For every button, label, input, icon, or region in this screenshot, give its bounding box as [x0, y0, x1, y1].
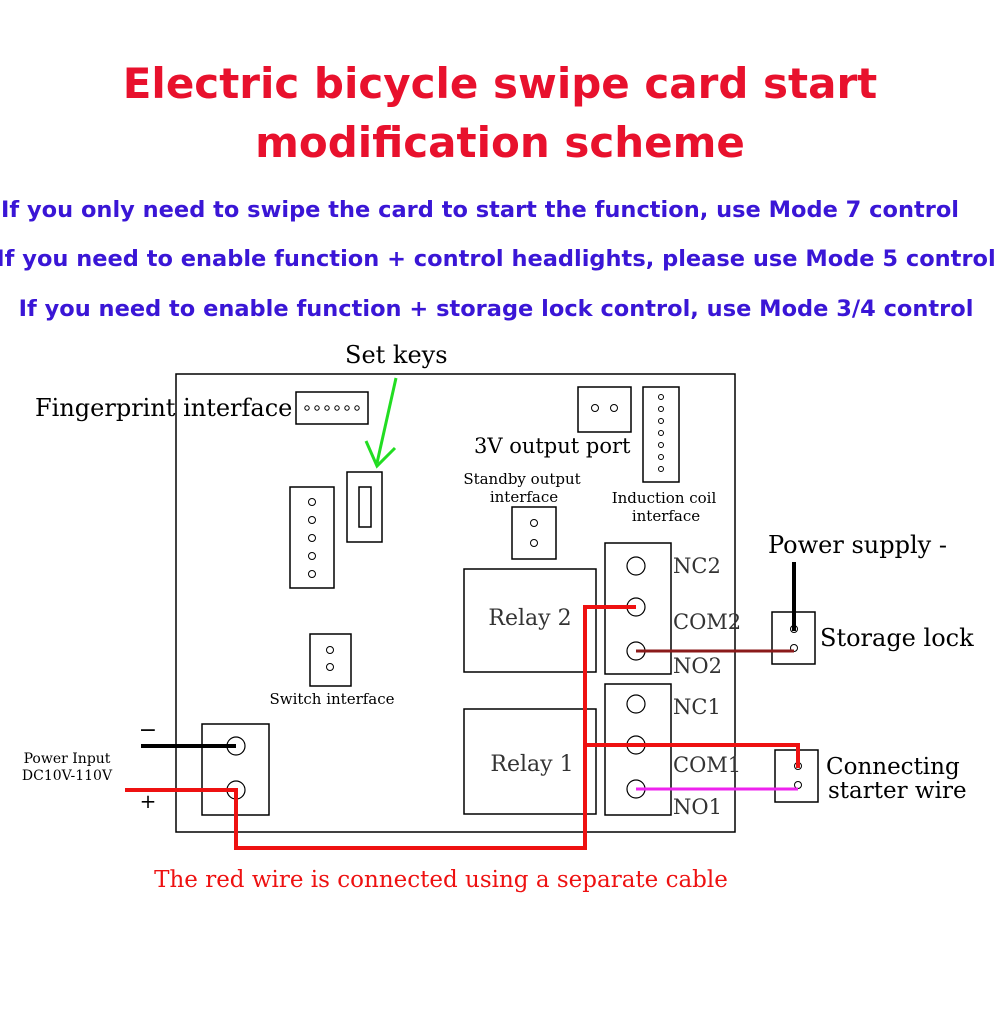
label-power-supply-negative: Power supply -: [768, 531, 947, 559]
label-red-wire-note: The red wire is connected using a separa…: [154, 867, 728, 893]
controller-board: [175, 373, 736, 833]
label-standby-output-2: interface: [490, 488, 558, 506]
induction-coil-connector: [642, 386, 680, 483]
label-fingerprint-interface: Fingerprint interface: [35, 394, 292, 422]
label-nc1: NC1: [673, 695, 721, 719]
set-key-switch: [346, 471, 383, 543]
standby-output-connector: [511, 506, 557, 560]
label-switch-interface: Switch interface: [269, 690, 394, 708]
label-storage-lock: Storage lock: [820, 624, 974, 652]
label-induction-coil-2: interface: [632, 507, 700, 525]
terminal-block-relay-1: [604, 683, 672, 816]
relay-1: [463, 708, 597, 815]
label-com2: COM2: [673, 610, 741, 634]
com1-starter-wire: [585, 743, 800, 768]
output-3v-connector: [577, 386, 632, 433]
label-no2: NO2: [673, 654, 722, 678]
label-com1: COM1: [673, 753, 741, 777]
label-connecting-2: starter wire: [828, 778, 967, 804]
label-3v-output: 3V output port: [474, 434, 631, 458]
fingerprint-connector: [295, 391, 369, 425]
five-pin-connector: [289, 486, 335, 589]
note-mode-7: If you only need to swipe the card to st…: [1, 197, 959, 223]
note-mode-5: If you need to enable function + control…: [0, 246, 996, 272]
label-no1: NO1: [673, 795, 722, 819]
label-induction-coil-1: Induction coil: [612, 489, 717, 507]
switch-interface-connector: [309, 633, 352, 687]
label-power-input-1: Power Input: [24, 751, 111, 767]
relay-2: [463, 568, 597, 673]
label-relay-1: Relay 1: [490, 752, 573, 777]
title-line-2: modification scheme: [255, 118, 745, 167]
label-nc2: NC2: [673, 554, 721, 578]
red-separate-wire: [125, 605, 636, 850]
label-connecting-1: Connecting: [826, 754, 960, 780]
label-power-input-2: DC10V-110V: [22, 768, 113, 784]
label-minus: −: [139, 718, 157, 743]
label-standby-output-1: Standby output: [463, 470, 580, 488]
note-mode-3-4: If you need to enable function + storage…: [18, 296, 974, 322]
label-set-keys: Set keys: [345, 341, 448, 369]
title-line-1: Electric bicycle swipe card start: [122, 59, 878, 108]
label-plus: +: [140, 789, 157, 813]
label-relay-2: Relay 2: [488, 606, 571, 631]
set-keys-arrow: [364, 377, 398, 469]
